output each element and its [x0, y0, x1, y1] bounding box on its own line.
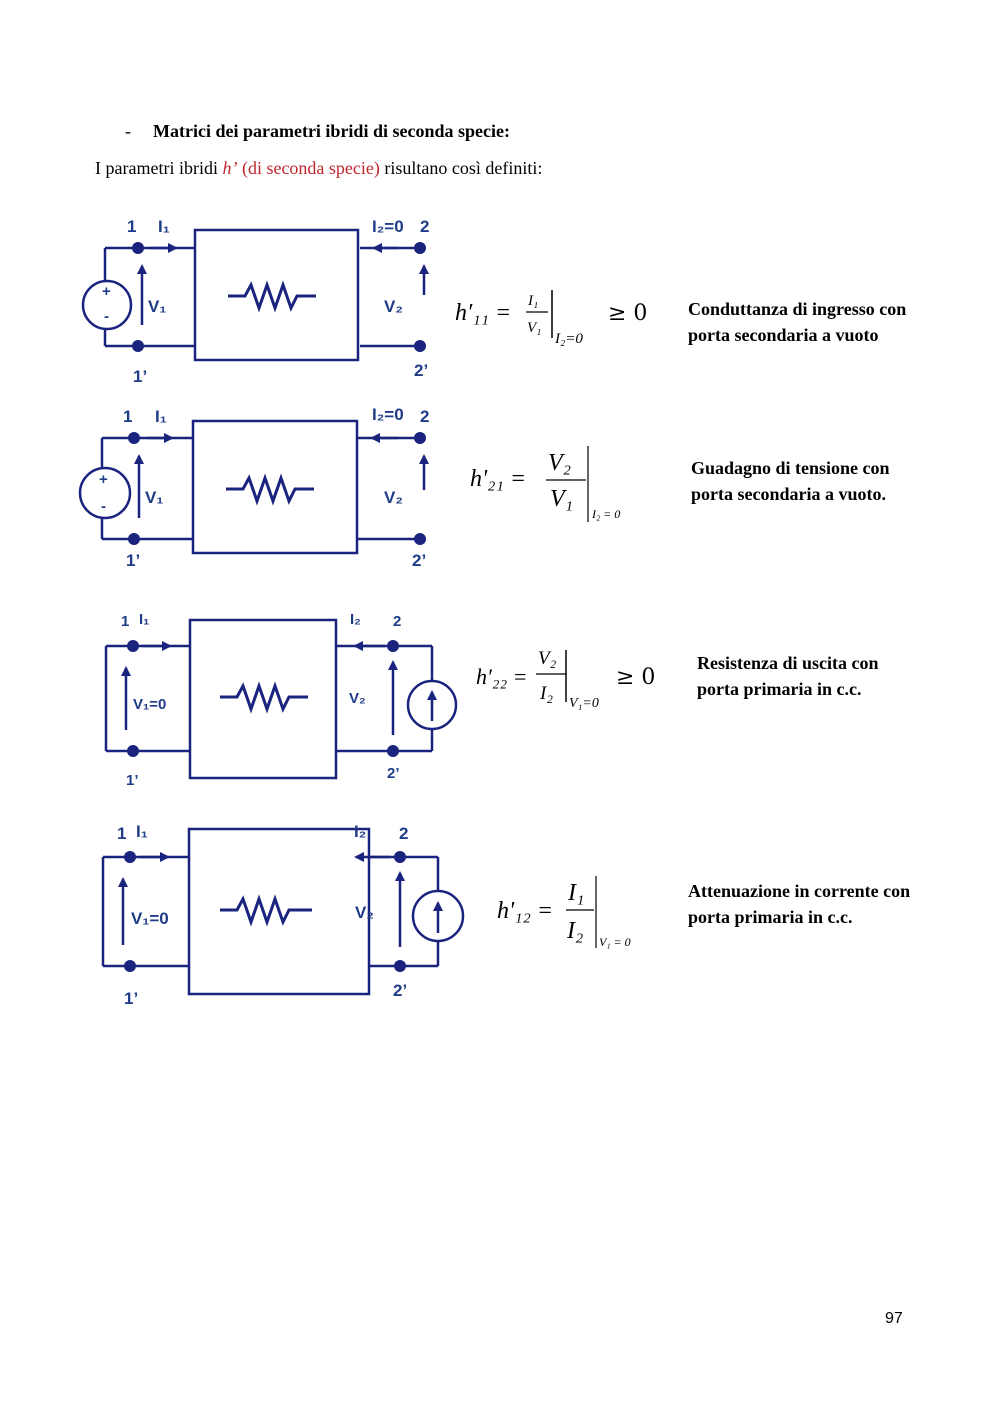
node-1p: 1’: [126, 772, 139, 789]
node-1p: 1’: [124, 989, 138, 1008]
node-2p: 2’: [393, 981, 407, 1000]
v1-label: V₁=0: [131, 909, 169, 928]
description-line: Guadagno di tensione con: [691, 458, 890, 478]
formula-cond: I₂=0: [554, 331, 583, 347]
v2-label: V₂: [384, 297, 403, 316]
node-2: 2: [393, 613, 401, 630]
node-1: 1: [117, 824, 126, 843]
node-2p: 2’: [387, 765, 400, 782]
circuit-4: [101, 827, 465, 996]
resistor-icon: [220, 894, 312, 927]
v1-label: V₁=0: [133, 696, 166, 713]
node-1p: 1’: [133, 367, 147, 386]
voltage-source-icon: [78, 466, 132, 520]
formula-den: V₁: [527, 320, 541, 336]
v2-label: V₂: [349, 690, 366, 707]
formula-lhs: h'₂₁ =: [470, 466, 526, 492]
plus-sign: +: [102, 283, 111, 300]
section-heading: - Matrici dei parametri ibridi di seconda…: [125, 121, 510, 142]
v2-label: V₂: [384, 488, 403, 507]
i1-label: I₁: [139, 611, 149, 628]
formula-cond: V₁=0: [569, 696, 599, 711]
formula-num: V₂: [538, 648, 557, 669]
i1-label: I₁: [155, 407, 167, 426]
formula-cond: I₂ = 0: [591, 507, 620, 521]
description-3: Resistenza di uscita con porta primaria …: [697, 650, 879, 702]
formula-num: I₁: [567, 880, 584, 906]
node-1p: 1’: [126, 551, 140, 570]
node-2: 2: [399, 824, 408, 843]
description-line: porta primaria in c.c.: [688, 907, 853, 927]
formula-den: V₁: [550, 486, 573, 512]
two-port-box: [193, 228, 360, 362]
description-line: Resistenza di uscita con: [697, 653, 879, 673]
description-line: porta secondaria a vuoto.: [691, 484, 886, 504]
description-line: porta primaria in c.c.: [697, 679, 862, 699]
node-1: 1: [127, 217, 136, 236]
formula-tail: ≥ 0: [608, 301, 647, 326]
intro-paragraph: I parametri ibridi h’ (di seconda specie…: [95, 158, 542, 179]
resistor-icon: [220, 681, 308, 714]
description-4: Attenuazione in corrente con porta prima…: [688, 878, 910, 930]
description-line: porta secondaria a vuoto: [688, 325, 879, 345]
intro-symbol: h’: [222, 158, 238, 178]
intro-colored: (di seconda specie): [237, 158, 380, 178]
two-port-box: [187, 827, 371, 996]
i2-label: I₂=0: [372, 405, 404, 424]
formula-h11: h′₁₁ = I₁ V₁ I₂=0 ≥ 0: [455, 290, 647, 347]
description-line: Conduttanza di ingresso con: [688, 299, 907, 319]
description-1: Conduttanza di ingresso con porta second…: [688, 296, 906, 348]
page-number: 97: [885, 1310, 903, 1327]
circuit-2: [78, 419, 429, 555]
bullet-dash: -: [125, 121, 131, 141]
v1-label: V₁: [148, 297, 166, 316]
i2-label: I₂=0: [372, 217, 404, 236]
circuit-3: [104, 618, 458, 780]
section-title: Matrici dei parametri ibridi di seconda …: [153, 121, 510, 141]
current-source-icon: [411, 889, 465, 943]
intro-before: I parametri ibridi: [95, 158, 223, 178]
v2-label: V₂: [355, 903, 374, 922]
formula-lhs: h′₂₂ =: [476, 664, 527, 689]
formula-cond: V₁ = 0: [599, 935, 631, 949]
description-line: Attenuazione in corrente con: [688, 881, 911, 901]
formula-num: I₁: [527, 293, 538, 309]
two-port-box: [188, 618, 338, 780]
i2-label: I₂: [354, 822, 366, 841]
formula-den: I₂: [539, 683, 553, 704]
i1-label: I₁: [158, 217, 170, 236]
formula-den: I₂: [566, 918, 583, 944]
current-source-icon: [406, 679, 458, 731]
node-2p: 2’: [412, 551, 426, 570]
node-2p: 2’: [414, 361, 428, 380]
node-2: 2: [420, 407, 429, 426]
v1-label: V₁: [145, 488, 163, 507]
formula-lhs: h'₁₂ =: [497, 898, 553, 924]
node-1: 1: [121, 613, 129, 630]
formula-lhs: h′₁₁ =: [455, 300, 511, 326]
resistor-icon: [228, 280, 316, 313]
circuit-1: [81, 228, 429, 362]
i2-label: I₂: [350, 611, 361, 628]
formula-h21: h'₂₁ = V₂ V₁ I₂ = 0: [470, 446, 620, 522]
two-port-box: [191, 419, 359, 555]
node-1: 1: [123, 407, 132, 426]
node-2: 2: [420, 217, 429, 236]
minus-sign: -: [104, 308, 109, 325]
formula-num: V₂: [548, 450, 571, 476]
intro-after: risultano così definiti:: [379, 158, 543, 178]
plus-sign: +: [99, 471, 108, 488]
i1-label: I₁: [136, 822, 148, 841]
minus-sign: -: [101, 498, 106, 515]
formula-h12: h'₁₂ = I₁ I₂ V₁ = 0: [497, 876, 631, 949]
resistor-icon: [226, 473, 314, 506]
formula-tail: ≥ 0: [616, 665, 655, 690]
description-2: Guadagno di tensione con porta secondari…: [691, 455, 890, 507]
formula-h22: h′₂₂ = V₂ I₂ V₁=0 ≥ 0: [476, 648, 655, 711]
voltage-source-icon: [81, 279, 133, 331]
